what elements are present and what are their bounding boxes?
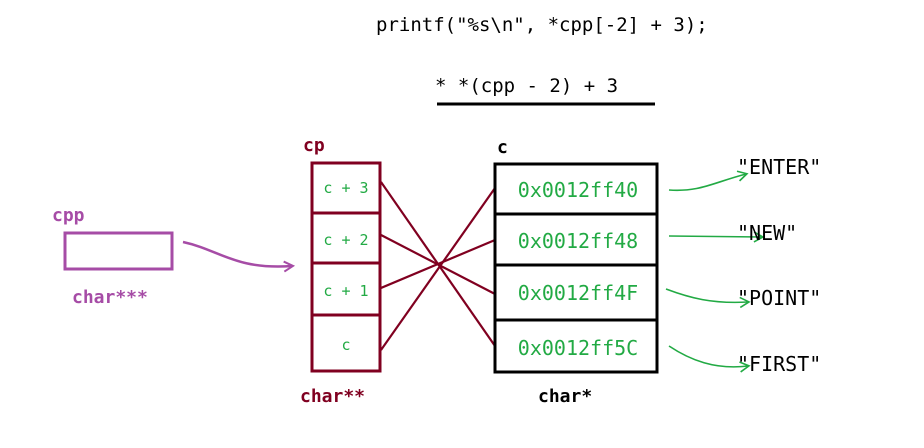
- c-type-label: char*: [538, 386, 592, 407]
- cpp-type-label: char***: [72, 287, 148, 308]
- cp-cell-3: c: [341, 336, 350, 354]
- arrow-to-enter: [668, 170, 749, 192]
- code-line-expression: * *(cpp - 2) + 3: [435, 75, 618, 97]
- cp-array-frame: [310, 161, 382, 373]
- cp-cell-2: c + 1: [323, 282, 368, 300]
- c-array-frame: [493, 162, 659, 374]
- cp-cell-1: c + 2: [323, 231, 368, 249]
- arrow-to-new: [668, 231, 765, 243]
- arrow-to-point: [665, 288, 751, 309]
- string-point: "POINT": [737, 286, 821, 310]
- cpp-label: cpp: [52, 205, 85, 226]
- cpp-box: [63, 231, 174, 271]
- string-first: "FIRST": [737, 352, 821, 376]
- arrow-to-first: [668, 345, 751, 373]
- cp-to-c-links: [380, 181, 496, 351]
- link-c1-to-c1: [380, 238, 496, 290]
- string-enter: "ENTER": [737, 155, 821, 179]
- c-cell-1: 0x0012ff48: [518, 229, 638, 253]
- c-cell-0: 0x0012ff40: [518, 178, 638, 202]
- cp-label: cp: [303, 135, 325, 156]
- c-array: 0x0012ff40 0x0012ff48 0x0012ff4F 0x0012f…: [493, 162, 659, 374]
- link-c-to-c0: [380, 187, 496, 351]
- cp-cell-0: c + 3: [323, 179, 368, 197]
- c-label: c: [497, 137, 508, 158]
- string-new: "NEW": [737, 221, 797, 245]
- c-cell-2: 0x0012ff4F: [518, 281, 638, 305]
- cpp-to-cp-arrow: [182, 240, 292, 267]
- code-line-printf: printf("%s\n", *cpp[-2] + 3);: [376, 14, 708, 36]
- cp-array: c + 3 c + 2 c + 1 c: [310, 161, 382, 373]
- c-cell-3: 0x0012ff5C: [518, 336, 638, 360]
- c-to-string-arrows: [665, 170, 765, 373]
- cp-type-label: char**: [300, 386, 365, 407]
